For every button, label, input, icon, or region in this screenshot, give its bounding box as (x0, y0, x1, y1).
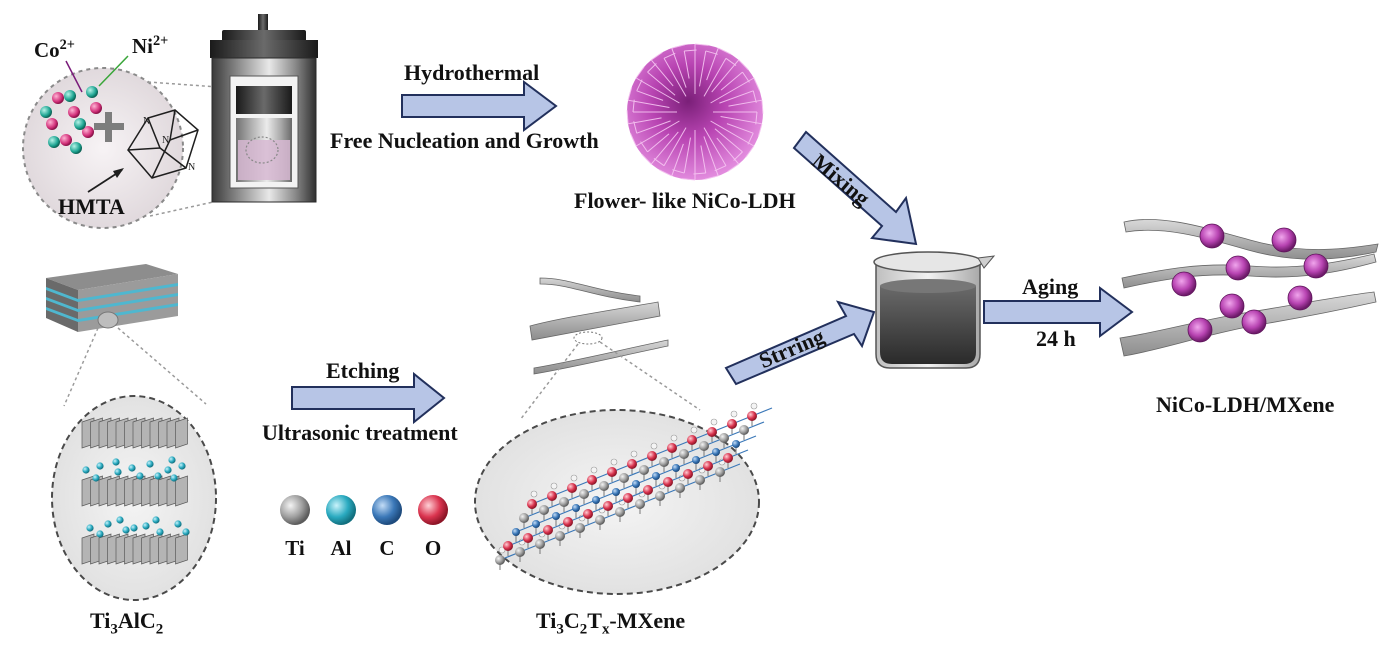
svg-text:N: N (188, 162, 195, 173)
legend-sphere-ti (280, 495, 310, 525)
hmta-molecule: N N N (127, 109, 199, 179)
hydrothermal-arrow (401, 80, 558, 132)
nico-ldh-mxene-composite (1119, 219, 1379, 357)
aging-label: Aging (1022, 274, 1079, 299)
ni-pointer-line (98, 55, 129, 87)
nico-ldh-mxene-label: NiCo-LDH/MXene (1156, 392, 1335, 417)
aging-arrow (983, 286, 1134, 338)
legend-sphere-al (326, 495, 356, 525)
ni-ion-cluster (40, 86, 98, 154)
plus-sign (94, 112, 124, 142)
max-phase-slab (46, 264, 178, 332)
stirring-arrow (724, 300, 876, 386)
legend-sphere-o (418, 495, 448, 525)
beaker (873, 251, 996, 369)
ultrasonic-label: Ultrasonic treatment (262, 420, 458, 445)
max-phase-zoom-bubble (51, 395, 217, 601)
etching-arrow (291, 371, 446, 425)
ni-ion-label: Ni2+ (132, 33, 169, 58)
co-pointer-line (65, 60, 83, 93)
co-ion-cluster (46, 92, 102, 146)
hydrothermal-label: Hydrothermal (404, 60, 540, 85)
svg-text:N: N (143, 116, 150, 127)
aging-time-label: 24 h (1036, 326, 1076, 351)
legend-label-o: O (424, 536, 442, 560)
precursor-ion-bubble: N N N (22, 55, 199, 229)
etching-label: Etching (326, 358, 400, 383)
legend-label-ti: Ti (285, 536, 305, 560)
flower-nico-ldh (626, 43, 764, 181)
autoclave-reactor (210, 14, 318, 203)
legend-label-c: C (379, 536, 395, 560)
flower-ldh-label: Flower- like NiCo-LDH (574, 188, 796, 213)
free-nucleation-label: Free Nucleation and Growth (330, 128, 599, 153)
legend-label-al: Al (330, 536, 352, 560)
ti3c2tx-mxene-label: Ti3C2Tx-MXene (536, 608, 686, 638)
atom-legend (280, 495, 448, 525)
mxene-sheets (529, 277, 669, 375)
hmta-label: HMTA (58, 194, 125, 219)
svg-text:N: N (162, 135, 169, 146)
mixing-arrow (792, 130, 918, 246)
ti3alc2-label: Ti3AlC2 (90, 608, 164, 638)
co-ion-label: Co2+ (34, 37, 75, 62)
legend-sphere-c (372, 495, 402, 525)
mxene-zoom-bubble (474, 402, 773, 595)
